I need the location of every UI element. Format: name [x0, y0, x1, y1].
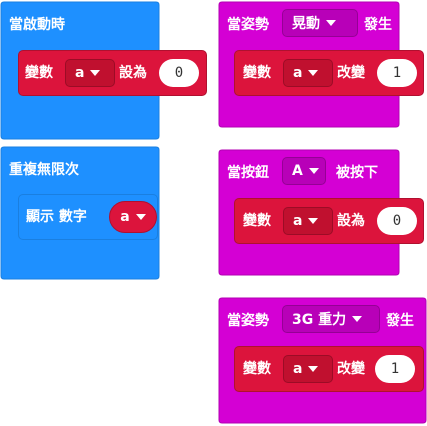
variable-dropdown[interactable]: a	[65, 59, 115, 87]
change-by-label: 改變	[337, 65, 365, 81]
forever-label: 重複無限次	[9, 162, 79, 178]
show-number-label: 顯示 數字	[26, 209, 87, 225]
change-by-label: 改變	[337, 361, 365, 377]
button-dropdown-value: A	[292, 163, 303, 179]
variable-dropdown-value: a	[293, 213, 303, 229]
chevron-down-icon	[352, 316, 363, 322]
on-gesture-label: 當姿勢	[227, 17, 269, 33]
variable-dropdown[interactable]: a	[283, 59, 333, 87]
chevron-down-icon	[308, 70, 319, 76]
variable-dropdown[interactable]: a	[283, 207, 333, 235]
on-gesture-label: 當姿勢	[227, 313, 269, 329]
chevron-down-icon	[135, 214, 146, 220]
value-input[interactable]: 0	[159, 59, 199, 87]
gesture-dropdown-value: 晃動	[292, 16, 320, 32]
variable-reporter[interactable]: a	[109, 201, 157, 233]
variable-label: 變數	[243, 65, 271, 81]
change-variable-block[interactable]: 變數 a 改變 1	[234, 346, 424, 392]
variable-label: 變數	[25, 65, 53, 81]
on-button-label: 當按鈕	[227, 165, 269, 181]
variable-dropdown-value: a	[75, 65, 85, 81]
gesture-suffix-label: 發生	[364, 17, 392, 33]
value-input[interactable]: 1	[375, 355, 415, 383]
variable-dropdown[interactable]: a	[283, 355, 333, 383]
forever-block[interactable]: 重複無限次 顯示 數字 a	[0, 146, 160, 280]
chevron-down-icon	[308, 366, 319, 372]
set-to-label: 設為	[337, 213, 365, 229]
chevron-down-icon	[308, 218, 319, 224]
chevron-down-icon	[326, 20, 336, 26]
variable-label: 變數	[243, 361, 271, 377]
show-number-block[interactable]: 顯示 數字 a	[18, 194, 158, 240]
value-input[interactable]: 1	[377, 59, 417, 87]
gesture-dropdown[interactable]: 晃動	[282, 9, 358, 37]
button-suffix-label: 被按下	[336, 165, 378, 181]
chevron-down-icon	[90, 70, 101, 76]
variable-dropdown-value: a	[293, 361, 303, 377]
variable-reporter-value: a	[120, 209, 130, 225]
set-to-label: 設為	[119, 65, 147, 81]
variable-dropdown-value: a	[293, 65, 303, 81]
value-input[interactable]: 0	[377, 207, 417, 235]
variable-label: 變數	[243, 213, 271, 229]
on-start-label: 當啟動時	[9, 17, 65, 33]
change-variable-block[interactable]: 變數 a 改變 1	[234, 50, 424, 96]
button-dropdown[interactable]: A	[282, 157, 326, 185]
set-variable-block[interactable]: 變數 a 設為 0	[18, 50, 207, 96]
gesture-suffix-label: 發生	[386, 313, 414, 329]
gesture-dropdown-value: 3G 重力	[292, 312, 347, 328]
chevron-down-icon	[308, 168, 319, 174]
set-variable-block[interactable]: 變數 a 設為 0	[234, 198, 424, 244]
gesture-dropdown[interactable]: 3G 重力	[282, 305, 380, 333]
